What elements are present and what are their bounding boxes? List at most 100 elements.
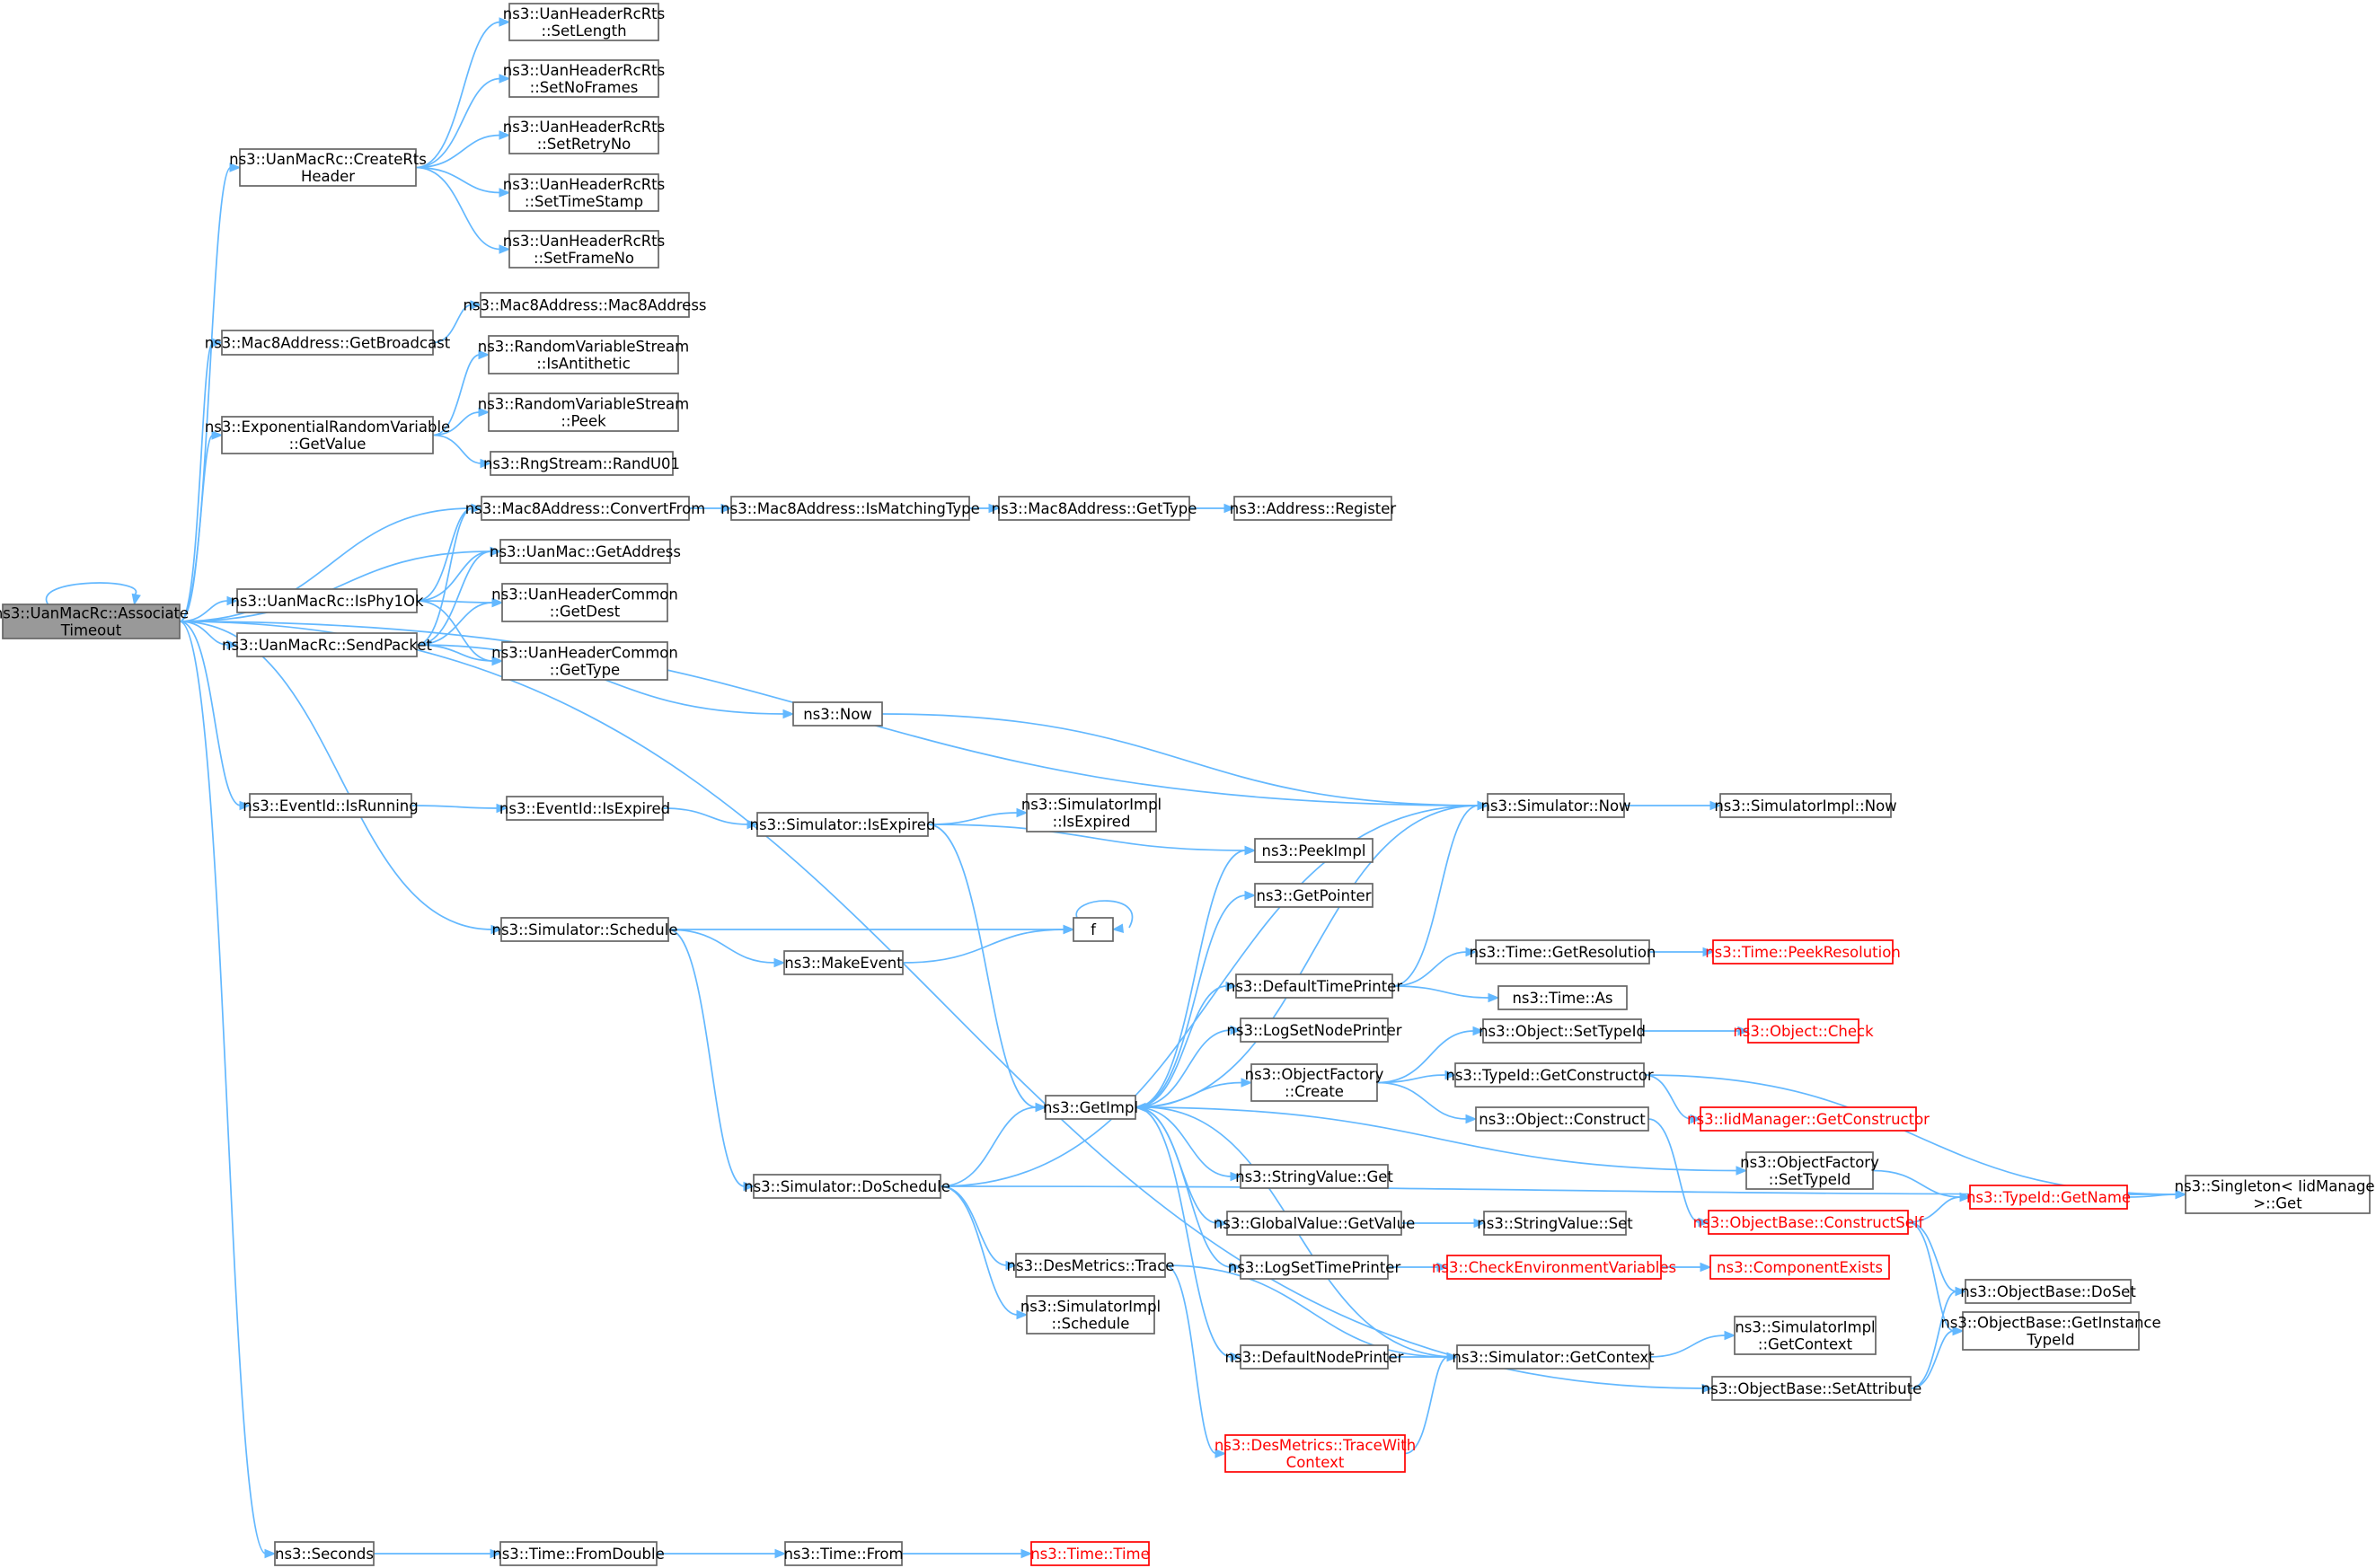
node-f[interactable]: f bbox=[1073, 917, 1114, 942]
node-objConstruct[interactable]: ns3::Object::Construct bbox=[1475, 1106, 1649, 1132]
node-convertFrom[interactable]: ns3::Mac8Address::ConvertFrom bbox=[465, 496, 706, 521]
edge-line bbox=[1135, 1106, 1232, 1358]
arrow-head-icon bbox=[490, 546, 502, 557]
node-label: ns3::UanMacRc::SendPacket bbox=[222, 637, 432, 654]
node-box bbox=[1969, 1185, 2128, 1210]
node-defaultTimePrinter[interactable]: ns3::DefaultTimePrinter bbox=[1226, 973, 1402, 999]
node-getConstructor[interactable]: ns3::TypeId::GetConstructor bbox=[1445, 1062, 1654, 1088]
node-randU01[interactable]: ns3::RngStream::RandU01 bbox=[483, 451, 680, 476]
call-edge bbox=[179, 621, 503, 935]
node-getPointer[interactable]: ns3::GetPointer bbox=[1254, 883, 1373, 908]
node-timeFrom[interactable]: ns3::Time::From bbox=[783, 1541, 904, 1566]
arrow-head-icon bbox=[1702, 947, 1715, 957]
arrow-head-icon bbox=[1701, 1383, 1714, 1394]
node-simImplSchedule[interactable]: ns3::SimulatorImpl::Schedule bbox=[1020, 1295, 1161, 1335]
node-logSetNodePrinter[interactable]: ns3::LogSetNodePrinter bbox=[1226, 1017, 1402, 1043]
node-isAntithetic[interactable]: ns3::RandomVariableStream::IsAntithetic bbox=[478, 335, 690, 374]
node-peekResolution[interactable]: ns3::Time::PeekResolution bbox=[1705, 939, 1901, 965]
node-singletonGet[interactable]: ns3::Singleton< IidManager>::Get bbox=[2175, 1175, 2376, 1214]
node-box bbox=[1233, 496, 1392, 521]
node-simGetContext[interactable]: ns3::Simulator::GetContext bbox=[1452, 1344, 1655, 1370]
node-simImplIsExpired[interactable]: ns3::SimulatorImpl::IsExpired bbox=[1021, 793, 1162, 832]
node-peekImpl[interactable]: ns3::PeekImpl bbox=[1254, 838, 1373, 863]
node-getBroadcast[interactable]: ns3::Mac8Address::GetBroadcast bbox=[205, 330, 451, 356]
node-objBaseDoSet[interactable]: ns3::ObjectBase::DoSet bbox=[1960, 1279, 2136, 1304]
node-isPhy1Ok[interactable]: ns3::UanMacRc::IsPhy1Ok bbox=[230, 588, 424, 613]
node-desTrace[interactable]: ns3::DesMetrics::Trace bbox=[1007, 1253, 1175, 1278]
node-simImplGetContext[interactable]: ns3::SimulatorImpl::GetContext bbox=[1734, 1316, 1877, 1355]
node-isMatchingType[interactable]: ns3::Mac8Address::IsMatchingType bbox=[720, 496, 980, 521]
call-edge bbox=[656, 1548, 787, 1559]
node-setTimeStamp[interactable]: ns3::UanHeaderRcRts::SetTimeStamp bbox=[503, 173, 665, 212]
node-box bbox=[1487, 793, 1625, 818]
node-mac8Ctor[interactable]: ns3::Mac8Address::Mac8Address bbox=[463, 292, 707, 318]
arrow-head-icon bbox=[480, 458, 492, 469]
node-getDest[interactable]: ns3::UanHeaderCommon::GetDest bbox=[491, 583, 678, 622]
node-label: ::SetLength bbox=[541, 22, 626, 40]
node-objFactoryCreate[interactable]: ns3::ObjectFactory::Create bbox=[1245, 1063, 1384, 1102]
node-box bbox=[508, 3, 659, 41]
arrow-head-icon bbox=[490, 1548, 502, 1559]
node-setLength[interactable]: ns3::UanHeaderRcRts::SetLength bbox=[503, 3, 665, 41]
call-edge bbox=[1387, 1262, 1449, 1273]
node-simNow[interactable]: ns3::Simulator::Now bbox=[1480, 793, 1631, 818]
node-stringValueSet[interactable]: ns3::StringValue::Set bbox=[1477, 1211, 1633, 1236]
node-objCheck[interactable]: ns3::Object::Check bbox=[1733, 1018, 1874, 1044]
node-sendPacket[interactable]: ns3::UanMacRc::SendPacket bbox=[222, 632, 432, 657]
node-expGetValue[interactable]: ns3::ExponentialRandomVariable::GetValue bbox=[205, 416, 450, 454]
node-getImpl[interactable]: ns3::GetImpl bbox=[1043, 1095, 1138, 1120]
edge-line bbox=[1907, 1221, 1955, 1332]
edge-line bbox=[1404, 1356, 1449, 1455]
node-checkEnv[interactable]: ns3::CheckEnvironmentVariables bbox=[1432, 1255, 1676, 1280]
node-schedule[interactable]: ns3::Simulator::Schedule bbox=[492, 917, 678, 942]
node-seconds[interactable]: ns3::Seconds bbox=[274, 1541, 375, 1566]
node-hdrGetType[interactable]: ns3::UanHeaderCommon::GetType bbox=[491, 641, 678, 681]
node-simIsExpired[interactable]: ns3::Simulator::IsExpired bbox=[750, 812, 936, 837]
node-constructSelf[interactable]: ns3::ObjectBase::ConstructSelf bbox=[1693, 1210, 1925, 1235]
node-objSetTypeId[interactable]: ns3::Object::SetTypeId bbox=[1479, 1018, 1646, 1044]
node-isExpired[interactable]: ns3::EventId::IsExpired bbox=[499, 796, 670, 821]
node-box bbox=[508, 173, 659, 212]
node-globalGetValue[interactable]: ns3::GlobalValue::GetValue bbox=[1214, 1211, 1415, 1236]
node-box bbox=[501, 583, 668, 622]
node-makeEvent[interactable]: ns3::MakeEvent bbox=[783, 950, 904, 975]
node-setNoFrames[interactable]: ns3::UanHeaderRcRts::SetNoFrames bbox=[503, 59, 665, 98]
node-setAttribute[interactable]: ns3::ObjectBase::SetAttribute bbox=[1701, 1376, 1922, 1401]
node-objFactorySetTypeId[interactable]: ns3::ObjectFactory::SetTypeId bbox=[1740, 1151, 1879, 1190]
node-setFrameNo[interactable]: ns3::UanHeaderRcRts::SetFrameNo bbox=[503, 230, 665, 269]
node-iidGetConstructor[interactable]: ns3::IidManager::GetConstructor bbox=[1687, 1106, 1930, 1132]
node-defaultNodePrinter[interactable]: ns3::DefaultNodePrinter bbox=[1225, 1344, 1404, 1370]
node-timeAs[interactable]: ns3::Time::As bbox=[1497, 985, 1628, 1010]
node-componentExists[interactable]: ns3::ComponentExists bbox=[1709, 1255, 1890, 1280]
node-label: ::SetFrameNo bbox=[534, 250, 634, 267]
node-label: ns3::ExponentialRandomVariable bbox=[205, 418, 450, 436]
node-label: ns3::Time::Time bbox=[1030, 1546, 1150, 1563]
node-timeTime[interactable]: ns3::Time::Time bbox=[1030, 1541, 1150, 1566]
node-mac8GetType[interactable]: ns3::Mac8Address::GetType bbox=[992, 496, 1197, 521]
node-uanGetAddress[interactable]: ns3::UanMac::GetAddress bbox=[490, 539, 681, 564]
node-isRunning[interactable]: ns3::EventId::IsRunning bbox=[243, 793, 419, 818]
node-box bbox=[1712, 939, 1894, 965]
node-typeIdGetName[interactable]: ns3::TypeId::GetName bbox=[1966, 1185, 2131, 1210]
node-logSetTimePrinter[interactable]: ns3::LogSetTimePrinter bbox=[1228, 1255, 1401, 1280]
arrow-head-icon bbox=[1225, 981, 1238, 991]
node-label: ns3::ObjectFactory bbox=[1740, 1154, 1879, 1171]
node-fromDouble[interactable]: ns3::Time::FromDouble bbox=[492, 1541, 665, 1566]
node-peek[interactable]: ns3::RandomVariableStream::Peek bbox=[478, 392, 690, 432]
node-getResolution[interactable]: ns3::Time::GetResolution bbox=[1470, 939, 1656, 965]
node-simImplNow[interactable]: ns3::SimulatorImpl::Now bbox=[1714, 793, 1897, 818]
call-edge bbox=[1907, 1221, 1967, 1297]
node-doSchedule[interactable]: ns3::Simulator::DoSchedule bbox=[744, 1174, 950, 1199]
node-setRetryNo[interactable]: ns3::UanHeaderRcRts::SetRetryNo bbox=[503, 116, 665, 154]
arrow-head-icon bbox=[1241, 1078, 1253, 1088]
arrow-head-icon bbox=[1063, 924, 1075, 935]
arrow-head-icon bbox=[264, 1548, 277, 1559]
edge-line bbox=[179, 341, 214, 622]
node-addrRegister[interactable]: ns3::Address::Register bbox=[1230, 496, 1397, 521]
node-stringValueGet[interactable]: ns3::StringValue::Get bbox=[1235, 1164, 1393, 1189]
node-ns3Now[interactable]: ns3::Now bbox=[792, 701, 883, 727]
